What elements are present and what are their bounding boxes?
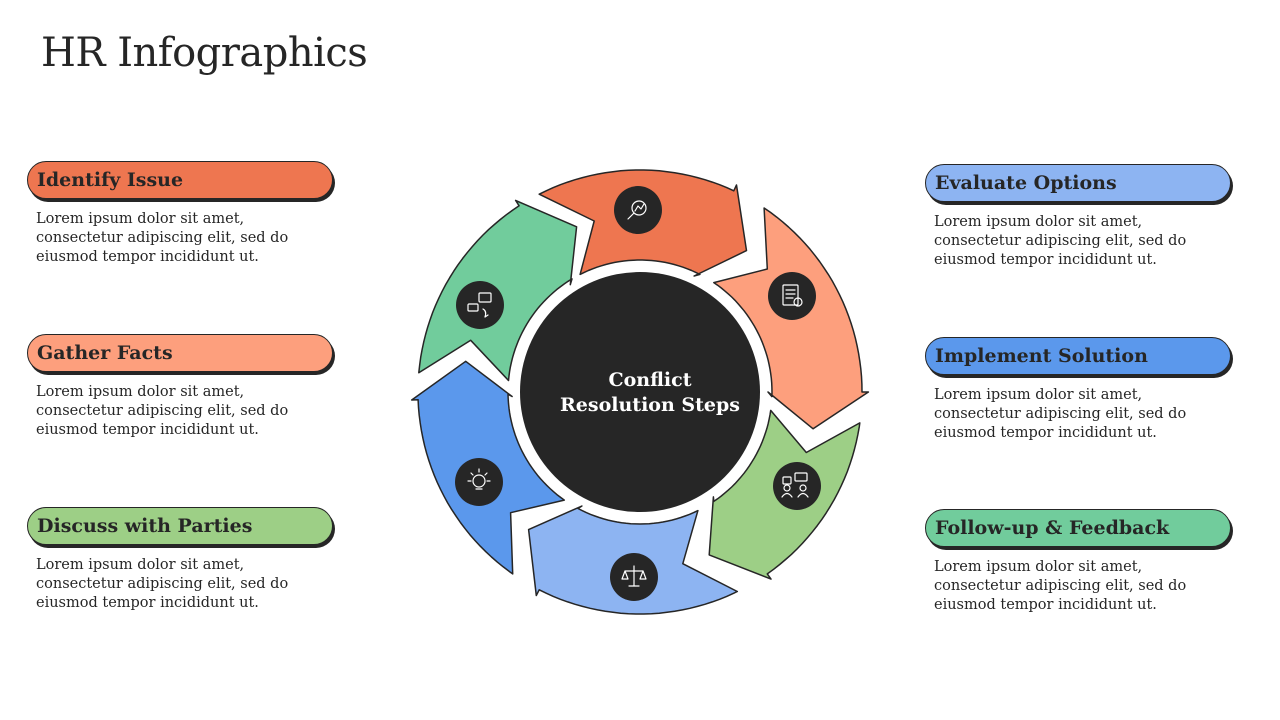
step-title: Implement Solution — [925, 337, 1231, 375]
cycle-diagram: Conflict Resolution Steps — [410, 169, 870, 615]
step-implement-solution: Implement Solution Lorem ipsum dolor sit… — [925, 337, 1231, 443]
idea-bulb-icon — [455, 458, 503, 506]
step-description: Lorem ipsum dolor sit amet, consectetur … — [36, 557, 289, 611]
step-title: Follow-up & Feedback — [925, 509, 1231, 547]
balance-scale-icon — [610, 553, 658, 601]
step-description: Lorem ipsum dolor sit amet, consectetur … — [36, 211, 289, 265]
center-label-line1: Conflict — [609, 369, 692, 391]
step-discuss-with-parties: Discuss with Parties Lorem ipsum dolor s… — [27, 507, 333, 613]
step-description: Lorem ipsum dolor sit amet, consectetur … — [36, 384, 289, 438]
step-description: Lorem ipsum dolor sit amet, consectetur … — [934, 387, 1187, 441]
step-identify-issue: Identify Issue Lorem ipsum dolor sit ame… — [27, 161, 333, 267]
document-check-icon — [768, 272, 816, 320]
step-description: Lorem ipsum dolor sit amet, consectetur … — [934, 559, 1187, 613]
step-title: Identify Issue — [27, 161, 333, 199]
search-analysis-icon — [614, 186, 662, 234]
step-evaluate-options: Evaluate Options Lorem ipsum dolor sit a… — [925, 164, 1231, 270]
page-title: HR Infographics — [41, 30, 368, 76]
center-label-line2: Resolution Steps — [560, 394, 740, 416]
step-follow-up-feedback: Follow-up & Feedback Lorem ipsum dolor s… — [925, 509, 1231, 615]
feedback-chat-icon — [456, 281, 504, 329]
step-title: Evaluate Options — [925, 164, 1231, 202]
step-description: Lorem ipsum dolor sit amet, consectetur … — [934, 214, 1187, 268]
conversation-people-icon — [773, 462, 821, 510]
step-title: Discuss with Parties — [27, 507, 333, 545]
step-title: Gather Facts — [27, 334, 333, 372]
step-gather-facts: Gather Facts Lorem ipsum dolor sit amet,… — [27, 334, 333, 440]
center-circle — [520, 272, 760, 512]
